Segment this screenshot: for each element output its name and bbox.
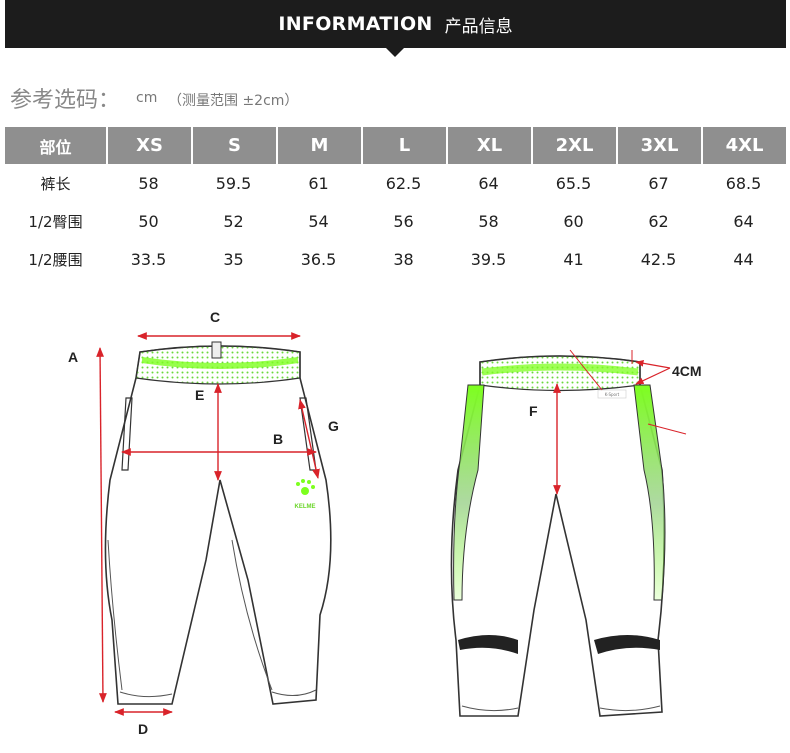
tag-pointer-line: [569, 349, 603, 391]
table-cell: 38: [393, 249, 414, 269]
label-g: G: [328, 418, 339, 434]
header-cell-s: S: [191, 127, 276, 164]
table-cell: 36.5: [300, 249, 337, 269]
table-cell: 62: [648, 211, 669, 231]
table-cell: 41: [563, 249, 584, 269]
unit-label: cm: [136, 90, 158, 106]
info-header: INFORMATION 产品信息: [5, 0, 786, 48]
header-cell-4xl: 4XL: [701, 127, 786, 164]
table-cell: 54: [308, 211, 329, 231]
brand-paw-icon: [296, 479, 315, 495]
table-cell: 52: [223, 211, 244, 231]
header-cell-part: 部位: [5, 127, 106, 164]
header-cell-3xl: 3XL: [616, 127, 701, 164]
label-4cm: 4CM: [672, 363, 702, 379]
back-tag-text: K-Sport: [605, 392, 620, 397]
arrow-a: [96, 347, 107, 703]
size-table: 部位 XS S M L XL 2XL 3XL 4XL 裤长 58 59.5 61…: [5, 127, 786, 278]
arrow-4cm-top: [635, 360, 671, 369]
table-cell: 1/2臀围: [28, 212, 83, 231]
table-cell: 64: [733, 211, 754, 231]
table-row-waist: 1/2腰围 33.5 35 36.5 38 39.5 41 42.5 44: [5, 240, 786, 278]
front-pants-drawing: KELME: [104, 341, 332, 705]
table-cell: 50: [138, 211, 159, 231]
table-cell: 39.5: [470, 249, 507, 269]
table-cell: 61: [308, 173, 329, 193]
table-cell: 60: [563, 211, 584, 231]
table-cell: 58: [138, 173, 159, 193]
label-c: C: [210, 309, 220, 325]
label-b: B: [273, 431, 283, 447]
label-e: E: [195, 387, 204, 403]
table-cell: 68.5: [725, 173, 762, 193]
table-cell: 42.5: [640, 249, 677, 269]
measurement-diagram: KELME A C E B G D K-Sport F 4CM: [68, 309, 702, 737]
table-cell: 33.5: [130, 249, 167, 269]
back-pants-drawing: K-Sport: [450, 355, 666, 717]
header-cell-m: M: [276, 127, 361, 164]
label-d: D: [138, 721, 148, 737]
label-a: A: [68, 349, 78, 365]
table-cell: 35: [223, 249, 244, 269]
table-cell: 62.5: [385, 173, 422, 193]
label-f: F: [529, 403, 538, 419]
header-title: INFORMATION: [278, 13, 433, 35]
table-row-length: 裤长 58 59.5 61 62.5 64 65.5 67 68.5: [5, 164, 786, 202]
header-cell-2xl: 2XL: [531, 127, 616, 164]
header-notch: [386, 48, 404, 57]
table-cell: 1/2腰围: [28, 250, 83, 269]
table-cell: 58: [478, 211, 499, 231]
header-cell-xl: XL: [446, 127, 531, 164]
arrow-4cm-bottom: [635, 367, 671, 385]
table-cell: 59.5: [215, 173, 252, 193]
table-cell: 裤长: [40, 174, 71, 193]
table-cell: 56: [393, 211, 414, 231]
header-cell-l: L: [361, 127, 446, 164]
size-guide-label: 参考选码：: [10, 88, 121, 113]
arrow-g: [298, 399, 320, 479]
size-table-header-row: 部位 XS S M L XL 2XL 3XL 4XL: [5, 127, 786, 164]
header-subtitle: 产品信息: [444, 16, 513, 37]
stripe-pointer-line: [647, 423, 687, 435]
measure-range-note: （测量范围 ±2cm）: [168, 93, 299, 109]
header-cell-xs: XS: [106, 127, 191, 164]
table-cell: 67: [648, 173, 669, 193]
table-cell: 64: [478, 173, 499, 193]
table-cell: 44: [733, 249, 754, 269]
table-row-hip: 1/2臀围 50 52 54 56 58 60 62 64: [5, 202, 786, 240]
table-cell: 65.5: [555, 173, 592, 193]
brand-logo-text: KELME: [295, 504, 316, 510]
